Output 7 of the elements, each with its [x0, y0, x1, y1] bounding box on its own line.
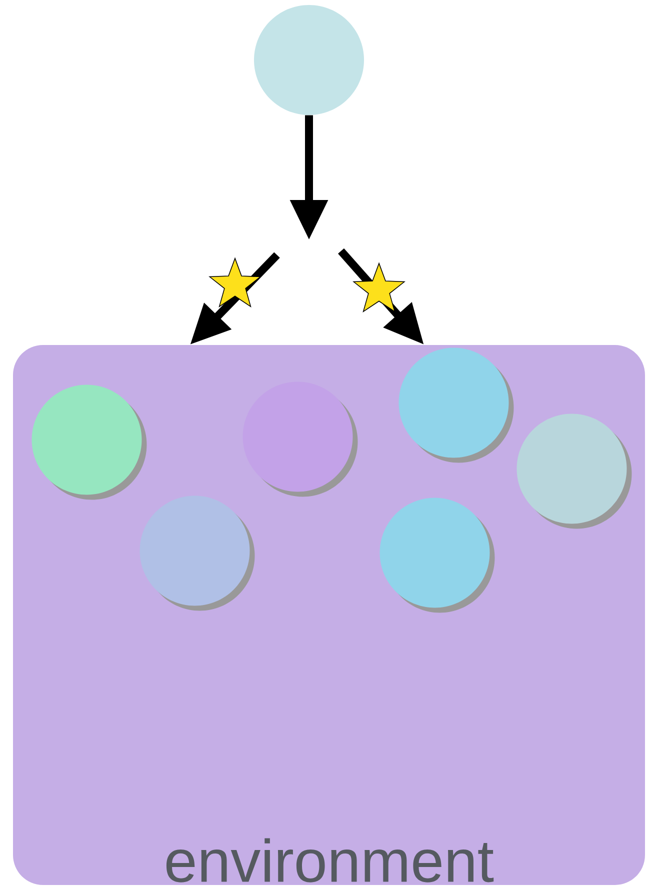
circle	[380, 498, 495, 613]
circle	[398, 348, 514, 463]
circle	[254, 5, 364, 115]
circle	[32, 384, 147, 500]
circle	[140, 496, 255, 611]
circle	[242, 382, 358, 497]
circle	[516, 414, 632, 529]
